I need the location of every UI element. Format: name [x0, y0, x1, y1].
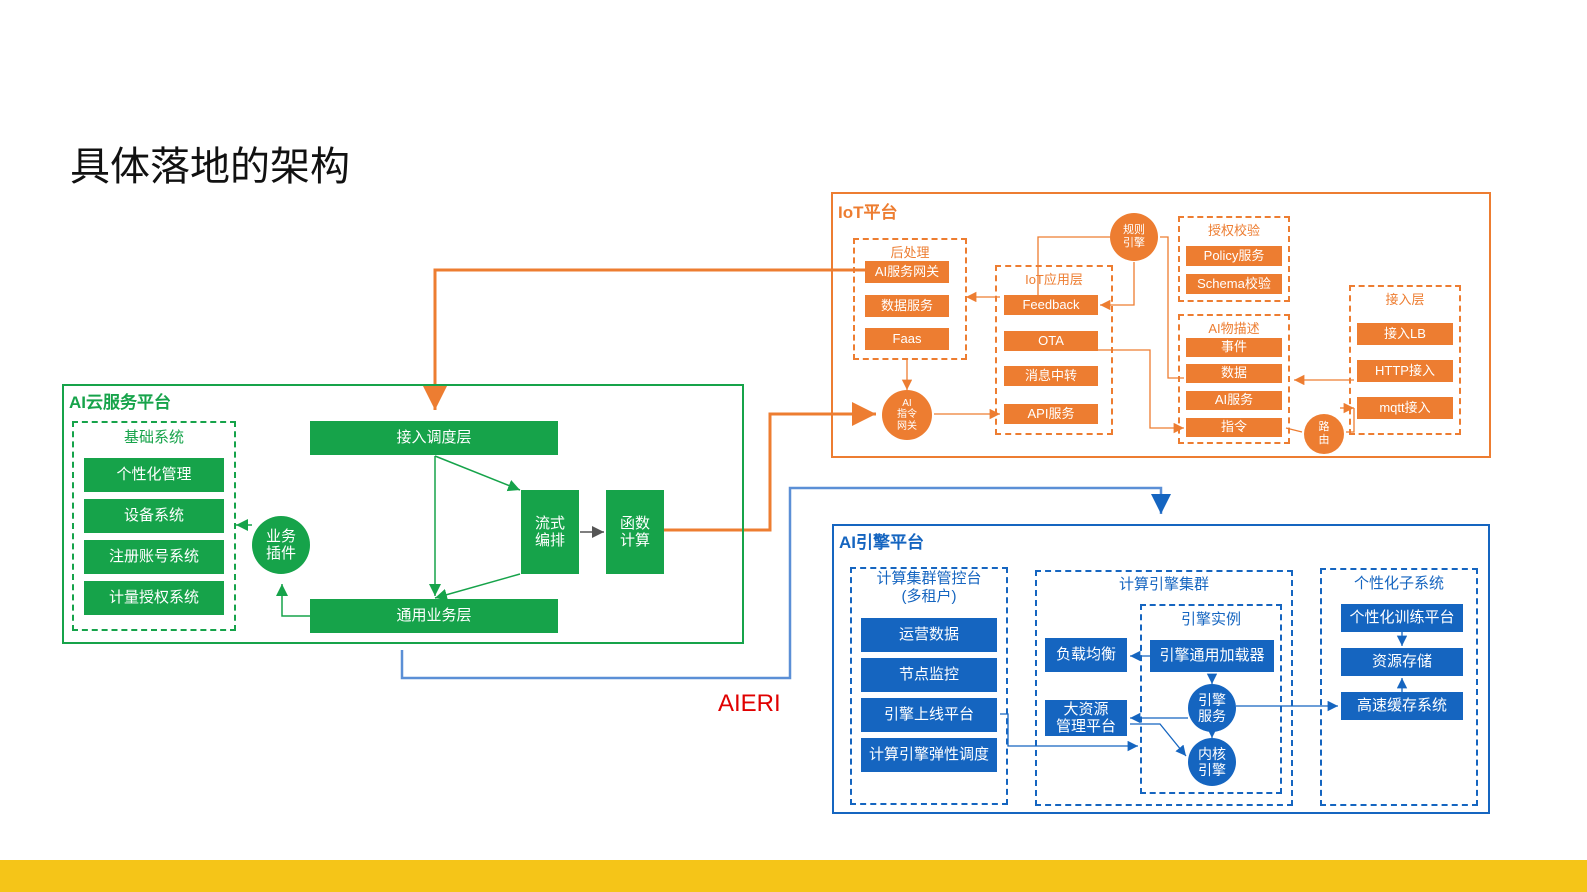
ota-box: OTA: [1004, 331, 1098, 351]
elastic-scheduling-box: 计算引擎弹性调度: [861, 738, 997, 772]
arrow-cloud-to-engine: [400, 486, 1171, 680]
auth-check-title: 授权校验: [1207, 223, 1260, 238]
engine-instance-title: 引擎实例: [1180, 611, 1241, 628]
ai-service-gateway-box: AI服务网关: [865, 261, 949, 283]
personalization-mgmt-box: 个性化管理: [84, 458, 224, 492]
ai-cloud-platform-title: AI云服务平台: [69, 393, 171, 412]
iot-platform-title: IoT平台: [838, 203, 898, 222]
aieri-label: AIERI: [718, 690, 781, 717]
common-business-layer-box: 通用业务层: [310, 599, 558, 633]
event-box: 事件: [1186, 338, 1282, 357]
account-system-box: 注册账号系统: [84, 540, 224, 574]
ai-service-box: AI服务: [1186, 391, 1282, 410]
operations-data-box: 运营数据: [861, 618, 997, 652]
ai-cloud-platform-panel: [62, 384, 744, 644]
personal-training-platform-box: 个性化训练平台: [1341, 604, 1463, 632]
arrow-func-to-ai-gateway: [664, 402, 876, 532]
business-plugin-circle: 业务 插件: [252, 516, 310, 574]
engine-loader-box: 引擎通用加载器: [1150, 640, 1274, 672]
engine-instance-group: [1140, 604, 1282, 794]
iot-access-layer-title: 接入层: [1385, 292, 1425, 307]
schema-check-box: Schema校验: [1186, 274, 1282, 294]
router-circle: 路 由: [1304, 414, 1344, 454]
ai-instruction-gateway-circle: AI 指令 网关: [882, 390, 932, 440]
arrow-ai-gateway-to-access: [423, 268, 865, 410]
base-system-group: [72, 421, 236, 631]
high-speed-cache-box: 高速缓存系统: [1341, 692, 1463, 720]
engine-launch-platform-box: 引擎上线平台: [861, 698, 997, 732]
http-access-box: HTTP接入: [1357, 360, 1453, 382]
base-system-title: 基础系统: [123, 429, 184, 446]
instruction-box: 指令: [1186, 418, 1282, 437]
iot-app-layer-group: [995, 265, 1113, 435]
ai-thing-model-title: AI物描述: [1208, 321, 1260, 336]
cluster-control-group: [850, 567, 1008, 805]
data-box: 数据: [1186, 364, 1282, 383]
load-balancer-box: 负载均衡: [1045, 638, 1127, 672]
kernel-engine-circle: 内核 引擎: [1188, 738, 1236, 786]
page-title: 具体落地的架构: [70, 145, 350, 189]
iot-app-layer-title: IoT应用层: [1025, 272, 1083, 287]
auth-check-group: [1178, 216, 1290, 302]
ai-engine-platform-title: AI引擎平台: [839, 533, 924, 552]
personalization-subsystem-title: 个性化子系统: [1353, 575, 1444, 592]
compute-engine-cluster-group: [1035, 570, 1293, 806]
personalization-subsystem-group: [1320, 568, 1478, 806]
node-monitor-box: 节点监控: [861, 658, 997, 692]
post-processing-group: [853, 238, 967, 360]
feedback-box: Feedback: [1004, 295, 1098, 315]
device-system-box: 设备系统: [84, 499, 224, 533]
data-service-box: 数据服务: [865, 295, 949, 317]
ai-engine-platform-panel: [832, 524, 1490, 814]
message-relay-box: 消息中转: [1004, 366, 1098, 386]
resource-mgmt-platform-box: 大资源 管理平台: [1045, 700, 1127, 736]
faas-box: Faas: [865, 328, 949, 350]
stream-orchestration-box: 流式 编排: [521, 490, 579, 574]
resource-storage-box: 资源存储: [1341, 648, 1463, 676]
cluster-control-title: 计算集群管控台 (多租户): [876, 570, 982, 605]
access-lb-box: 接入LB: [1357, 323, 1453, 345]
metering-auth-box: 计量授权系统: [84, 581, 224, 615]
post-processing-title: 后处理: [890, 245, 930, 260]
access-scheduling-layer-box: 接入调度层: [310, 421, 558, 455]
iot-platform-panel: [831, 192, 1491, 458]
policy-service-box: Policy服务: [1186, 246, 1282, 266]
function-compute-box: 函数 计算: [606, 490, 664, 574]
engine-service-circle: 引擎 服务: [1188, 684, 1236, 732]
iot-access-layer-group: [1349, 285, 1461, 435]
ai-thing-model-group: [1178, 314, 1290, 444]
mqtt-access-box: mqtt接入: [1357, 397, 1453, 419]
footer-bar: [0, 860, 1587, 892]
compute-engine-cluster-title: 计算引擎集群: [1118, 576, 1209, 593]
api-service-box: API服务: [1004, 404, 1098, 424]
rule-engine-circle: 规则 引擎: [1110, 213, 1158, 261]
